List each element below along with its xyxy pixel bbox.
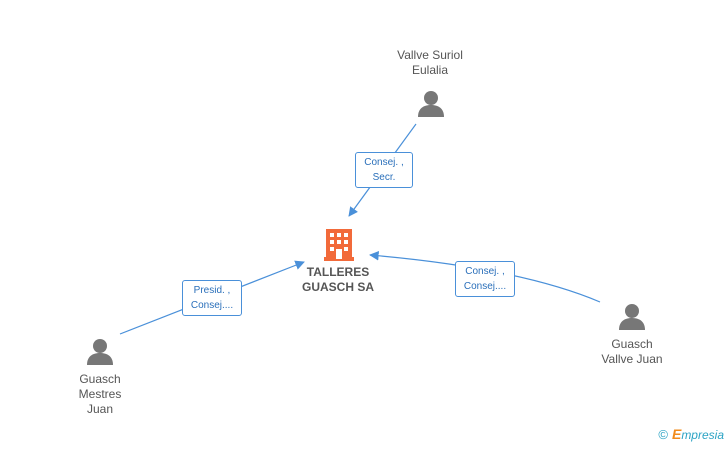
person-icon[interactable] [617,302,647,337]
person-name-line: Vallve Juan [601,352,663,366]
role-line: Consej.... [463,281,507,292]
company-name-line2: GUASCH SA [301,280,374,294]
role-label-guasch-vallve[interactable]: Consej. , Consej.... [455,261,515,297]
role-line: Consej. , [465,266,505,277]
role-label-guasch-mestres[interactable]: Presid. , Consej.... [182,280,242,316]
person-name-guasch-mestres[interactable]: Guasch Mestres Juan [58,372,142,417]
company-name-line1: TALLERES [306,265,370,279]
brand-name: mpresia [681,428,724,442]
building-icon[interactable] [324,227,354,266]
role-line: Presid. , [193,285,231,296]
person-name-line: Juan [86,402,114,416]
person-name-vallve-suriol[interactable]: Vallve Suriol Eulalia [380,48,480,78]
copyright-icon: © [658,427,668,442]
role-label-vallve-suriol[interactable]: Consej. , Secr. [355,152,413,188]
person-name-line: Guasch [611,337,653,351]
person-name-line: Eulalia [411,63,449,77]
person-icon[interactable] [416,89,446,124]
role-line: Secr. [372,172,396,183]
brand-initial: E [671,426,682,442]
person-name-line: Guasch [79,372,121,386]
person-name-line: Vallve Suriol [397,48,463,62]
role-line: Consej. , [364,157,404,168]
company-name[interactable]: TALLERES GUASCH SA [298,265,378,295]
role-line: Consej.... [190,300,234,311]
person-name-guasch-vallve[interactable]: Guasch Vallve Juan [584,337,680,367]
person-icon[interactable] [85,337,115,372]
empresia-logo[interactable]: ©Empresia [658,426,724,442]
person-name-line: Mestres [78,387,122,401]
